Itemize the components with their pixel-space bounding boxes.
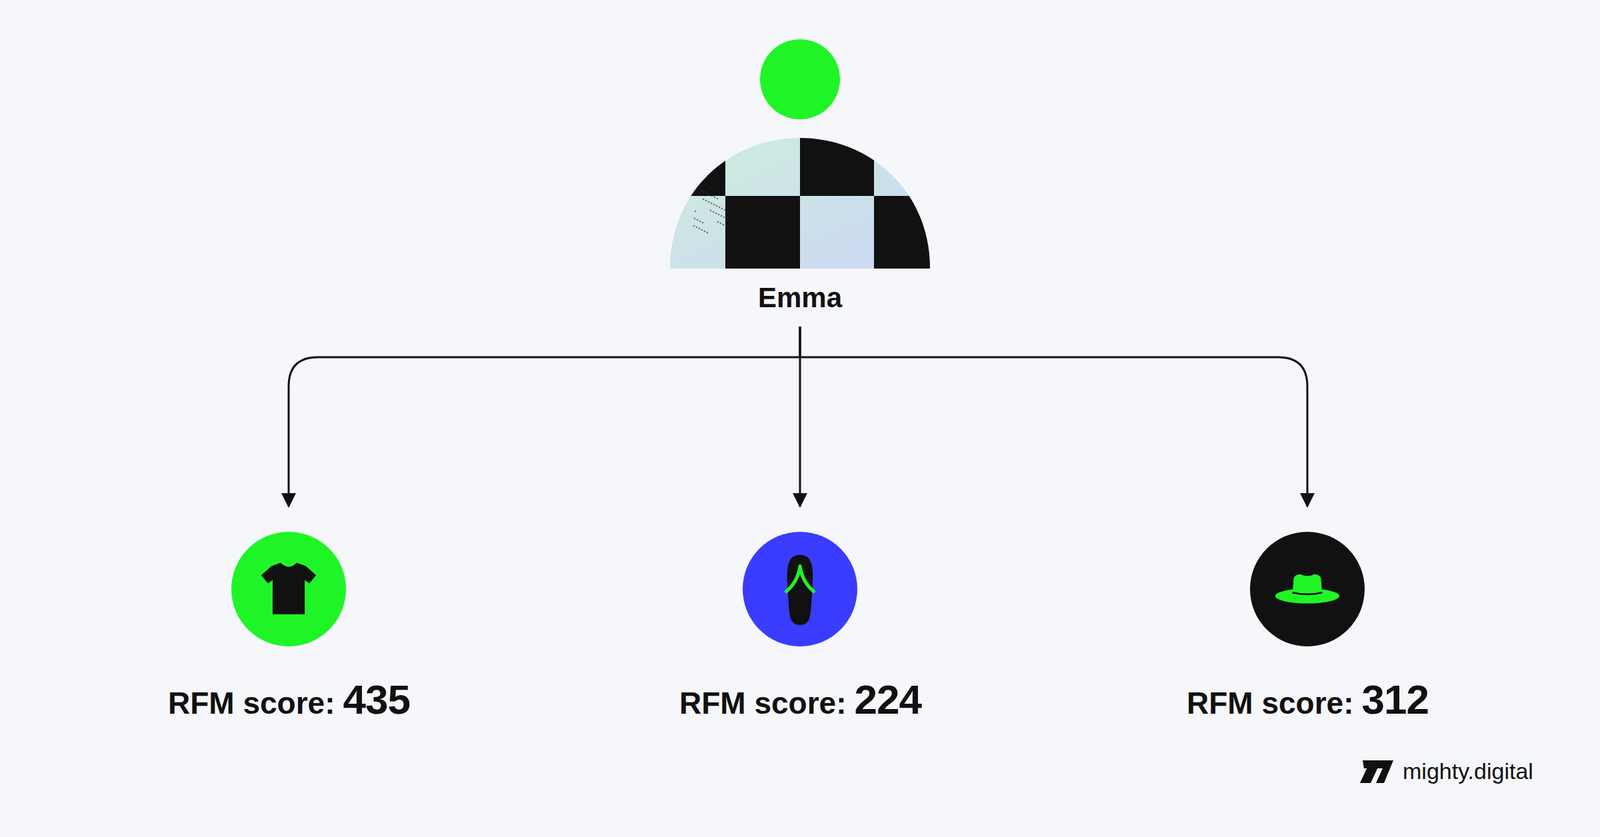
score-label: RFM score: — [168, 685, 335, 722]
logo-mark — [1360, 760, 1394, 784]
score-row: RFM score:435 — [168, 676, 410, 724]
product-node: RFM score:435 — [168, 512, 410, 724]
score-label: RFM score: — [1186, 685, 1354, 722]
connector-arrow — [800, 326, 1308, 507]
product-icon — [742, 532, 858, 647]
product-icon — [1250, 532, 1365, 647]
logo: mighty.digital — [1360, 758, 1534, 785]
connector-arrow — [288, 326, 800, 507]
score-value: 312 — [1361, 676, 1428, 724]
brand-label: mighty.digital — [1402, 758, 1534, 785]
score-label: RFM score: — [679, 685, 846, 722]
score-value: 435 — [342, 676, 410, 724]
product-node: RFM score:224 — [679, 512, 922, 724]
person-node: Emma — [666, 33, 934, 314]
score-row: RFM score:312 — [1186, 676, 1429, 724]
product-node: RFM score:312 — [1186, 512, 1429, 724]
score-value: 224 — [854, 676, 921, 724]
person-figure — [666, 33, 934, 274]
person-name: Emma — [758, 282, 842, 314]
score-row: RFM score:224 — [679, 676, 922, 724]
product-icon — [231, 532, 346, 647]
